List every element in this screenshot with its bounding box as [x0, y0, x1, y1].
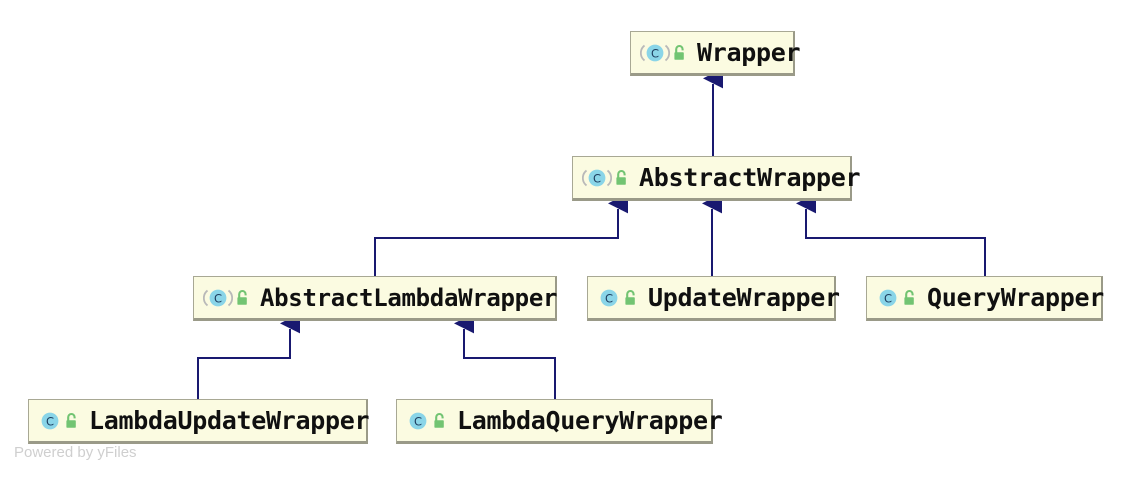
class-node-abstract-wrapper[interactable]: C AbstractWrapper [572, 156, 861, 201]
class-node-icons: C [203, 287, 251, 309]
class-icon-concrete: C [41, 412, 59, 429]
class-node-lambda-update-wrapper[interactable]: C LambdaUpdateWrapper [28, 399, 370, 444]
open-padlock-icon [66, 412, 76, 428]
class-node-icons: C [876, 287, 918, 309]
class-icon-disc [209, 289, 227, 306]
padlock-body [616, 176, 626, 185]
padlock-body [66, 419, 76, 428]
class-node-icons: C [38, 410, 80, 432]
class-icon-concrete: C [879, 289, 897, 306]
class-node-label: AbstractWrapper [639, 163, 861, 192]
class-node-icons: C [640, 42, 688, 64]
class-node-label: AbstractLambdaWrapper [260, 283, 558, 312]
open-padlock-icon [434, 412, 444, 428]
class-node-label: QueryWrapper [927, 283, 1105, 312]
yfiles-watermark: Powered by yFiles [14, 444, 137, 461]
class-node-abstract-lambda-wrapper[interactable]: C AbstractLambdaWrapper [193, 276, 557, 321]
class-node-icons: C [406, 410, 448, 432]
abstract-bracket-left [582, 169, 588, 186]
class-node-label: UpdateWrapper [648, 283, 840, 312]
padlock-shackle [238, 289, 247, 297]
class-icon-concrete: C [409, 412, 427, 429]
open-padlock-icon [625, 289, 635, 305]
generalization-edge [197, 313, 300, 399]
padlock-shackle [617, 169, 626, 177]
abstract-bracket-right [664, 44, 670, 61]
class-icon-abstract: C [640, 44, 670, 61]
padlock-shackle [67, 412, 76, 420]
class-icon-letter: C [605, 291, 613, 305]
generalization-edge [796, 193, 986, 276]
open-padlock-icon [237, 289, 247, 305]
abstract-bracket-left [640, 44, 646, 61]
padlock-body [904, 296, 914, 305]
class-node-label: LambdaUpdateWrapper [89, 406, 370, 435]
class-icon-disc [41, 412, 59, 429]
padlock-shackle [435, 412, 444, 420]
open-padlock-icon [904, 289, 914, 305]
class-node-query-wrapper[interactable]: C QueryWrapper [866, 276, 1105, 321]
open-padlock-icon [616, 169, 626, 185]
class-icon-disc [646, 44, 664, 61]
class-icon-letter: C [593, 171, 601, 185]
padlock-body [237, 296, 247, 305]
class-icon-letter: C [884, 291, 892, 305]
padlock-body [434, 419, 444, 428]
class-icon-letter: C [46, 414, 54, 428]
class-icon-disc [600, 289, 618, 306]
padlock-shackle [905, 289, 914, 297]
class-icon-concrete: C [600, 289, 618, 306]
generalization-edge [454, 313, 556, 399]
abstract-bracket-right [227, 289, 233, 306]
class-icon-disc [588, 169, 606, 186]
class-node-icons: C [582, 167, 630, 189]
class-icon-letter: C [214, 291, 222, 305]
generalization-edges [197, 68, 986, 399]
class-node-update-wrapper[interactable]: C UpdateWrapper [587, 276, 840, 321]
class-node-lambda-query-wrapper[interactable]: C LambdaQueryWrapper [396, 399, 723, 444]
class-node-label: Wrapper [697, 38, 801, 67]
open-padlock-icon [674, 44, 684, 60]
padlock-body [625, 296, 635, 305]
abstract-bracket-left [203, 289, 209, 306]
abstract-bracket-right [606, 169, 612, 186]
class-icon-abstract: C [582, 169, 612, 186]
class-icon-abstract: C [203, 289, 233, 306]
padlock-body [674, 51, 684, 60]
padlock-shackle [626, 289, 635, 297]
class-icon-letter: C [651, 46, 659, 60]
class-node-icons: C [597, 287, 639, 309]
class-icon-letter: C [414, 414, 422, 428]
padlock-shackle [675, 44, 684, 52]
class-icon-disc [879, 289, 897, 306]
class-node-label: LambdaQueryWrapper [457, 406, 723, 435]
generalization-edge [374, 193, 628, 276]
class-icon-disc [409, 412, 427, 429]
class-node-wrapper[interactable]: C Wrapper [630, 31, 801, 76]
